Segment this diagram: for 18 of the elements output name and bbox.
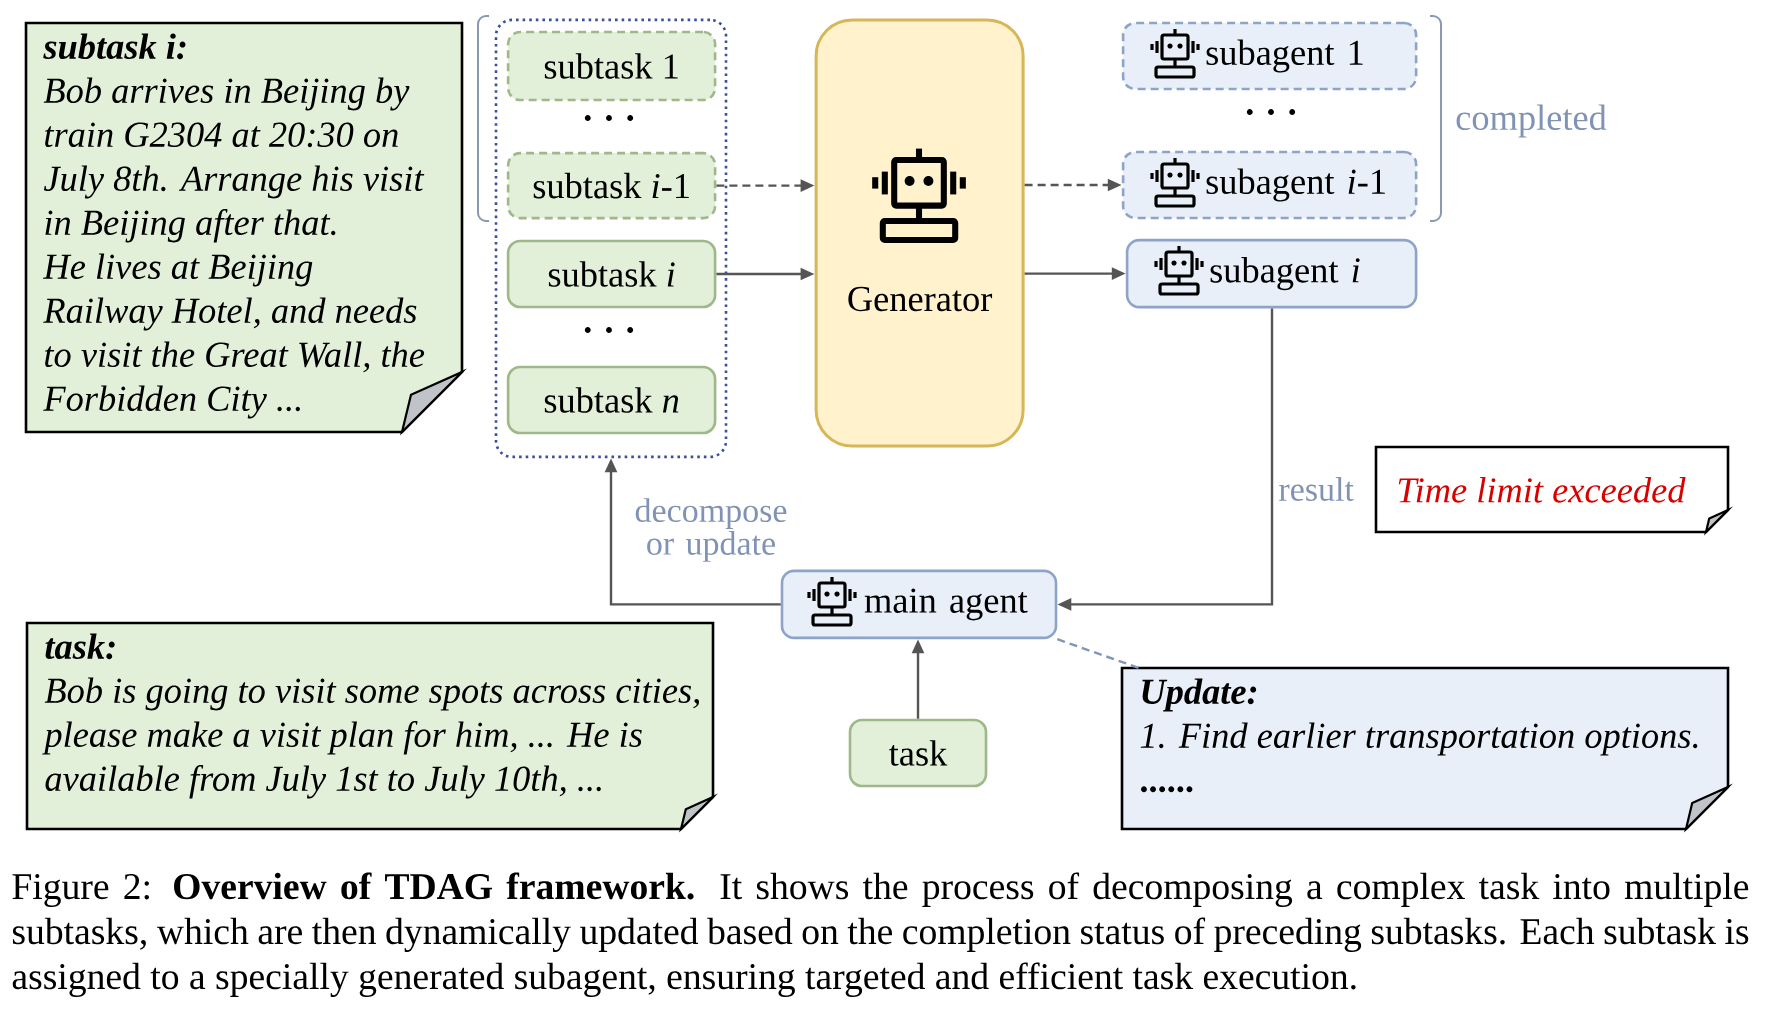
figure-caption: Figure 2: Overview of TDAG framework. It shows the process of decomposing a complex task into multiple subtasks, which are then dynamically updated based on the completion status of preceding subtasks. Each subtask is assigned to a specially generated subagent, ensuring targeted and efficient task execution. — [12, 872, 1749, 997]
ellipsis: . . . — [584, 327, 634, 333]
ellipsis: . . . — [584, 115, 634, 121]
generator-box: Generator — [814, 18, 1025, 448]
edge-label: decompose or update — [619, 496, 803, 564]
task-box: task — [848, 718, 988, 788]
ellipsis: . . . — [1246, 109, 1296, 115]
agent-box: main agent — [780, 569, 1058, 640]
subagent-box: subagent i — [1125, 238, 1418, 309]
dotted-container — [494, 18, 728, 459]
edge-label: result — [1276, 475, 1354, 503]
subagent-box: subagent i-1 — [1121, 150, 1418, 220]
subtask-box: subtask 1 — [506, 30, 717, 102]
subtask-box: subtask n — [506, 365, 717, 435]
subtask-box: subtask i-1 — [506, 151, 717, 220]
subagent-box: subagent 1 — [1121, 21, 1418, 91]
bracket-label: completed — [1456, 104, 1607, 138]
subtask-box: subtask i — [506, 239, 717, 309]
